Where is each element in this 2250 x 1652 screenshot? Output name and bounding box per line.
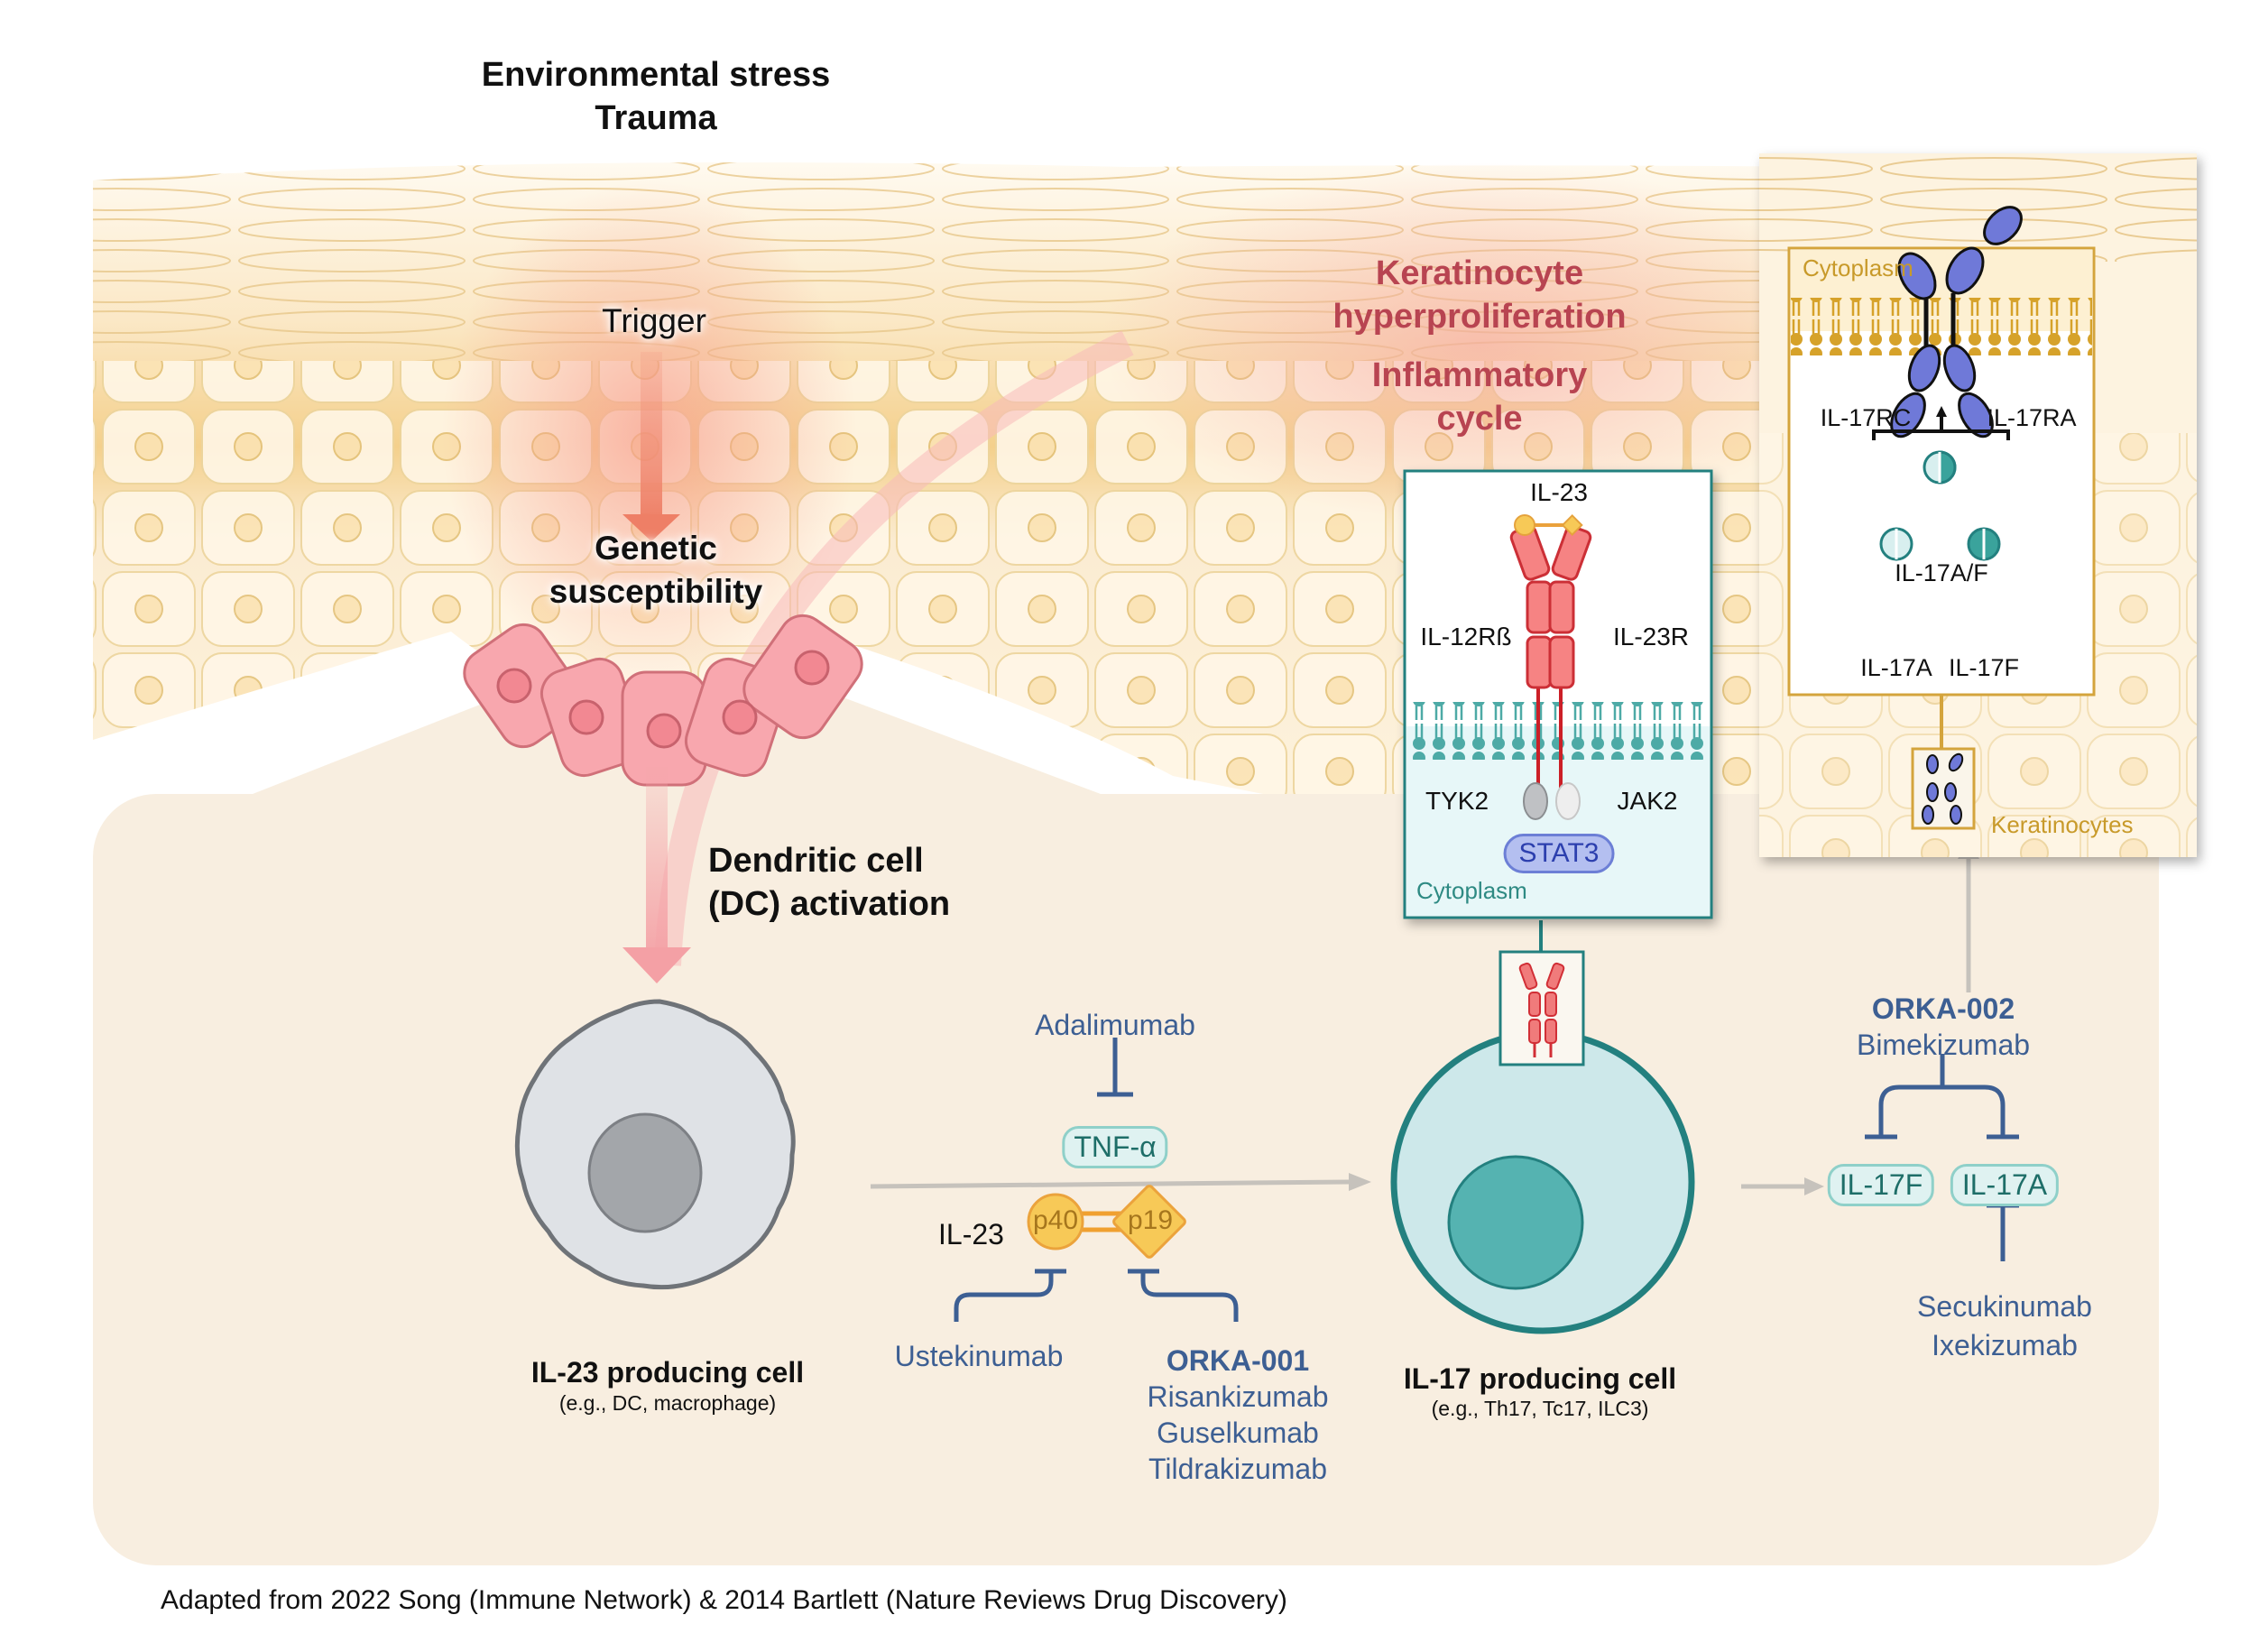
keratinocyte-inflammation-glow: [1101, 162, 1858, 523]
il23-cell-title: IL-23 producing cell: [530, 1356, 805, 1389]
il17ra-label: IL-17RA: [1987, 404, 2077, 431]
il23-cell-subtitle: (e.g., DC, macrophage): [558, 1391, 777, 1415]
title-environmental-stress: Environmental stress: [481, 56, 831, 94]
genetic-label-2: susceptibility: [549, 573, 763, 610]
keratinocyte-label-1: Keratinocyte: [1375, 254, 1584, 292]
il17-cell-subtitle: (e.g., Th17, Tc17, ILC3): [1431, 1397, 1649, 1420]
il17-to-cytokines-arrow: [1741, 1177, 1824, 1195]
inflammatory-cycle-band: [654, 330, 1134, 966]
tyk2-label: TYK2: [1425, 787, 1489, 815]
il17-cell-title: IL-17 producing cell: [1403, 1362, 1677, 1395]
il17rc-label: IL-17RC: [1820, 404, 1912, 431]
secukinumab-label: Secukinumab: [1917, 1290, 2092, 1323]
orka-001-label: ORKA-001: [1166, 1344, 1310, 1377]
il23-box-cytoplasm-label: Cytoplasm: [1416, 877, 1527, 904]
risankizumab-label: Risankizumab: [1147, 1380, 1329, 1413]
il12rb-label: IL-12Rß: [1420, 623, 1512, 651]
keratinocyte-label-2: hyperproliferation: [1332, 298, 1627, 336]
il17f-badge: IL-17F: [1827, 1164, 1935, 1206]
il17a-dimer-label: IL-17A: [1860, 654, 1932, 681]
il17-receptor-chains: [1872, 206, 2023, 440]
il17-producing-cell: [1390, 1029, 1695, 1334]
trigger-label: Trigger: [602, 302, 706, 339]
keratinocytes-label: Keratinocytes: [1991, 811, 2134, 838]
il23-to-il17-arrow: [870, 1173, 1371, 1191]
ixekizumab-label: Ixekizumab: [1932, 1329, 2078, 1361]
il23r-inset: [1498, 920, 1585, 1066]
inflammatory-label-1: Inflammatory: [1371, 356, 1588, 394]
adalimumab-inhibition-line: [1097, 1038, 1133, 1097]
il17a-badge: IL-17A: [1950, 1164, 2060, 1206]
jak2-label: JAK2: [1617, 787, 1678, 815]
il17-box-cytoplasm-label: Cytoplasm: [1803, 254, 1913, 281]
dc-activation-label-2: (DC) activation: [708, 885, 951, 923]
dc-activation-label-1: Dendritic cell: [708, 842, 924, 880]
il23-cytokine-label: IL-23: [938, 1218, 1004, 1251]
basal-cell-nuclei: [496, 650, 830, 749]
tildrakizumab-label: Tildrakizumab: [1148, 1453, 1327, 1485]
orka-002-label: ORKA-002: [1871, 992, 2015, 1025]
stat3-badge: STAT3: [1503, 834, 1615, 873]
adalimumab-label: Adalimumab: [1035, 1009, 1195, 1041]
keratinocyte-receptor-mini: [1922, 752, 1964, 825]
dc-activation-arrow: [622, 767, 691, 983]
basal-cells: [463, 614, 863, 787]
title-trauma: Trauma: [595, 99, 717, 137]
inflammatory-label-2: cycle: [1436, 400, 1523, 438]
il23-receptor-panel: [1403, 469, 1713, 919]
p40-inhibition-line: [954, 1269, 1066, 1322]
dermis-background: [93, 794, 2159, 1565]
il23-cytokine: [1027, 1185, 1186, 1259]
il23r-label: IL-23R: [1612, 623, 1690, 651]
il23-ligand-label: IL-23: [1530, 478, 1588, 506]
genetic-label-1: Genetic: [595, 530, 717, 567]
il23-producing-cell: [514, 999, 796, 1290]
tnf-alpha-badge: TNF-α: [1062, 1126, 1168, 1168]
il17-panel-cells: [1759, 153, 2197, 857]
trigger-to-genetic-arrow: [622, 352, 680, 541]
il17f-dimer-label: IL-17F: [1948, 654, 2020, 681]
il17af-label: IL-17A/F: [1895, 559, 1988, 586]
ustekinumab-label: Ustekinumab: [894, 1340, 1064, 1372]
bimekizumab-inhibition-lines: [1865, 1054, 2019, 1140]
il23-receptor-chains: [1509, 513, 1592, 820]
p19-inhibition-line: [1128, 1269, 1239, 1322]
p19-subunit-label: p19: [1127, 1205, 1174, 1235]
il17-dimers: [1879, 450, 2001, 561]
p40-subunit-label: p40: [1032, 1205, 1079, 1235]
bimekizumab-label: Bimekizumab: [1856, 1029, 2031, 1061]
citation: Adapted from 2022 Song (Immune Network) …: [161, 1585, 1287, 1615]
guselkumab-label: Guselkumab: [1157, 1417, 1319, 1449]
